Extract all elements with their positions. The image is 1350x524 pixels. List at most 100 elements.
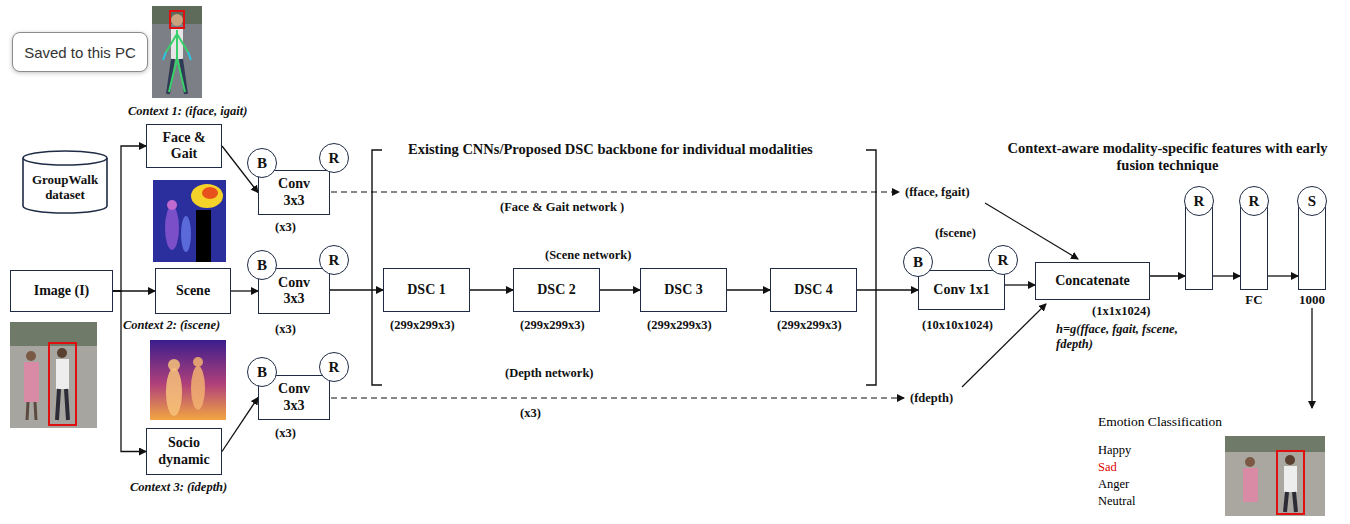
context-box: Scene bbox=[155, 268, 231, 314]
node-text: R bbox=[1194, 193, 1205, 210]
network-label: (Depth network) bbox=[505, 366, 594, 381]
batchnorm-circle: B bbox=[247, 250, 277, 280]
node-text: B bbox=[913, 254, 923, 271]
node-text: Conv 3x3 bbox=[272, 275, 316, 307]
section-heading: Context-aware modality-specific features… bbox=[995, 140, 1340, 174]
dense-layer-box: R bbox=[1185, 200, 1213, 308]
node-text: R bbox=[329, 252, 340, 269]
emotion-class: Anger bbox=[1098, 476, 1322, 493]
node-text: R bbox=[329, 150, 340, 167]
bracket bbox=[372, 150, 382, 385]
dimension-label: (299x299x3) bbox=[520, 318, 585, 333]
dsc-box: DSC 2 bbox=[513, 268, 600, 312]
node-text: Conv 3x3 bbox=[272, 381, 316, 413]
feature-label: (fface, fgait) bbox=[905, 185, 970, 200]
relu-circle: R bbox=[1239, 186, 1269, 216]
output-panel: Emotion ClassificationHappySadAngerNeutr… bbox=[1088, 408, 1332, 520]
feature-arrow bbox=[962, 304, 1046, 387]
network-label: (Face & Gait network ) bbox=[500, 200, 624, 215]
flow-arrow bbox=[330, 289, 383, 290]
context-label: Context 3: (îdepth) bbox=[130, 480, 227, 495]
flow-arrow bbox=[222, 398, 258, 452]
flow-arrow bbox=[727, 289, 770, 290]
relu-circle: R bbox=[319, 245, 349, 275]
flow-arrow bbox=[113, 146, 146, 291]
input-photo bbox=[10, 322, 97, 428]
dashed-feature-line bbox=[331, 397, 904, 398]
flow-arrow bbox=[1268, 275, 1298, 276]
dsc-box: DSC 4 bbox=[770, 268, 857, 312]
node-text: DSC 4 bbox=[794, 282, 833, 298]
relu-circle: R bbox=[319, 143, 349, 173]
dashed-feature-line bbox=[331, 191, 899, 192]
softmax-circle: S bbox=[1297, 186, 1327, 216]
section-heading: Existing CNNs/Proposed DSC backbone for … bbox=[408, 141, 813, 158]
flow-arrow bbox=[113, 291, 146, 452]
batchnorm-circle: B bbox=[903, 247, 933, 277]
face-gait-photo bbox=[152, 6, 202, 98]
context-box: Socio dynamic bbox=[146, 428, 222, 475]
node-text: Conv 3x3 bbox=[272, 176, 316, 208]
relu-circle: R bbox=[988, 245, 1018, 275]
dataset-cylinder: GroupWalk dataset bbox=[22, 150, 108, 214]
dimension-label: (1x1x1024) bbox=[1092, 304, 1150, 319]
bracket bbox=[866, 150, 876, 385]
output-photo bbox=[1225, 436, 1325, 516]
node-text: S bbox=[1308, 193, 1316, 210]
repeat-count: (x3) bbox=[275, 426, 296, 441]
node-text: GroupWalk dataset bbox=[26, 173, 104, 203]
concat-box: Concatenate bbox=[1035, 262, 1150, 300]
feature-label: (fscene) bbox=[935, 226, 976, 241]
context-label: Context 1: (iface, igait) bbox=[128, 104, 247, 119]
dimension-label: (299x299x3) bbox=[777, 318, 842, 333]
node-text: Scene bbox=[176, 283, 210, 299]
node-text: Saved to this PC bbox=[24, 44, 136, 61]
fusion-formula: h=g(fface, fgait, fscene, fdepth) bbox=[1056, 322, 1178, 352]
node-text: Face & Gait bbox=[151, 130, 217, 162]
relu-circle: R bbox=[1184, 186, 1214, 216]
node-text: 1000 bbox=[1299, 292, 1325, 308]
flow-arrow bbox=[1150, 275, 1185, 276]
emotion-class: Neutral bbox=[1098, 493, 1322, 510]
flow-arrow bbox=[470, 289, 513, 290]
status-badge: Saved to this PC bbox=[12, 32, 148, 72]
dimension-label: (299x299x3) bbox=[647, 318, 712, 333]
node-text: R bbox=[329, 359, 340, 376]
network-label: (Scene network) bbox=[545, 248, 631, 263]
repeat-count: (x3) bbox=[275, 322, 296, 337]
node-text: FC bbox=[1245, 292, 1262, 308]
repeat-count: (x3) bbox=[275, 220, 296, 235]
input-box: Image (I) bbox=[10, 270, 113, 312]
flow-arrow bbox=[1005, 284, 1035, 285]
flow-arrow bbox=[1311, 308, 1312, 408]
relu-circle: R bbox=[319, 352, 349, 382]
node-text: B bbox=[257, 257, 267, 274]
node-text: DSC 1 bbox=[407, 282, 446, 298]
batchnorm-circle: B bbox=[247, 357, 277, 387]
node-text: B bbox=[257, 155, 267, 172]
node-text: DSC 2 bbox=[537, 282, 576, 298]
node-text: R bbox=[1249, 193, 1260, 210]
dense-layer-box: FCR bbox=[1240, 200, 1268, 308]
flow-arrow bbox=[600, 289, 640, 290]
dense-layer-box: 1000S bbox=[1298, 200, 1326, 308]
context-box: Face & Gait bbox=[146, 124, 222, 168]
conv-box: Conv 1x1 bbox=[918, 270, 1005, 310]
dimension-label: (299x299x3) bbox=[390, 318, 455, 333]
dimension-label: (10x10x1024) bbox=[922, 318, 993, 333]
scene-heatmap bbox=[153, 180, 226, 262]
flow-arrow bbox=[231, 290, 258, 291]
node-text: Concatenate bbox=[1055, 273, 1130, 289]
repeat-count: (x3) bbox=[520, 406, 541, 421]
dsc-box: DSC 1 bbox=[383, 268, 470, 312]
flow-arrow bbox=[1213, 275, 1240, 276]
node-text: Socio dynamic bbox=[151, 435, 217, 467]
panel-heading: Emotion Classification bbox=[1098, 414, 1322, 430]
node-text: Image (I) bbox=[34, 283, 90, 299]
node-text: R bbox=[998, 252, 1009, 269]
node-text: Conv 1x1 bbox=[933, 282, 989, 298]
node-text: B bbox=[257, 364, 267, 381]
batchnorm-circle: B bbox=[247, 148, 277, 178]
node-text: DSC 3 bbox=[664, 282, 703, 298]
